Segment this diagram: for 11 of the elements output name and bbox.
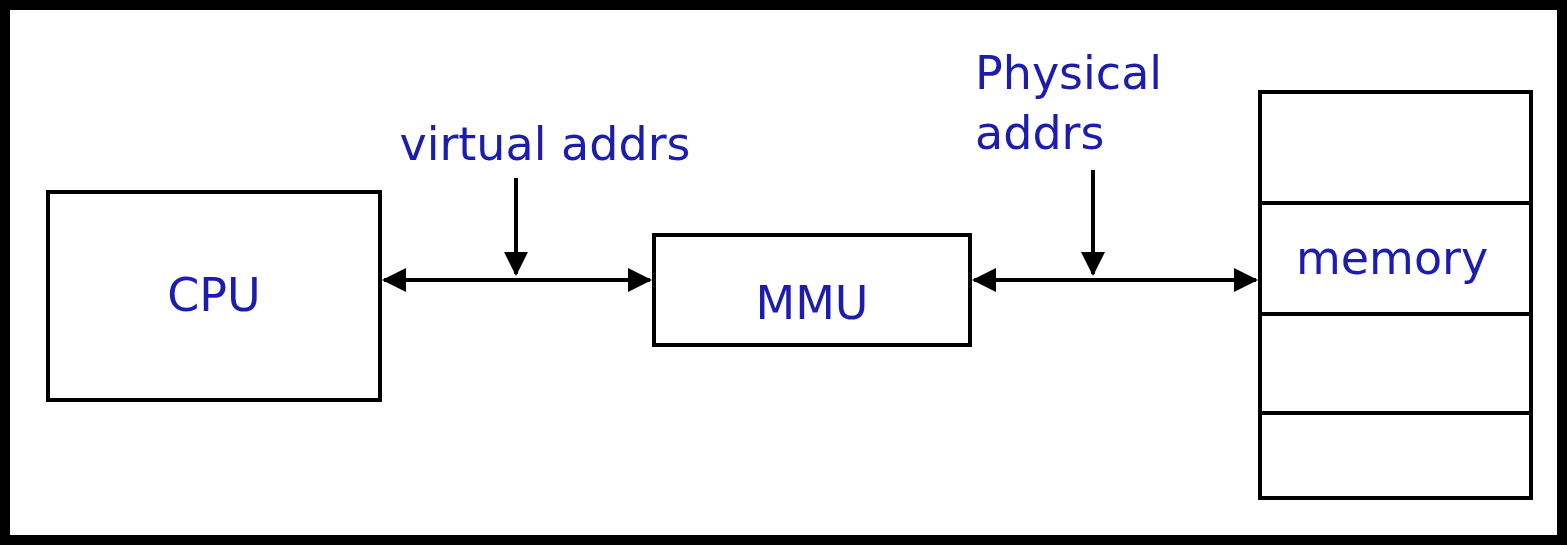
block-label: memory xyxy=(1296,229,1489,287)
block-label: MMU xyxy=(755,275,869,333)
double-arrow xyxy=(382,268,652,292)
block-label: CPU xyxy=(167,267,261,325)
block-box xyxy=(652,233,972,347)
address-text: virtual addrs xyxy=(399,116,691,174)
address-text: Physical addrs xyxy=(975,45,1164,162)
block-box xyxy=(46,190,382,402)
double-arrow xyxy=(972,268,1258,292)
leader-arrow xyxy=(504,178,528,276)
leader-arrow xyxy=(1081,170,1105,276)
